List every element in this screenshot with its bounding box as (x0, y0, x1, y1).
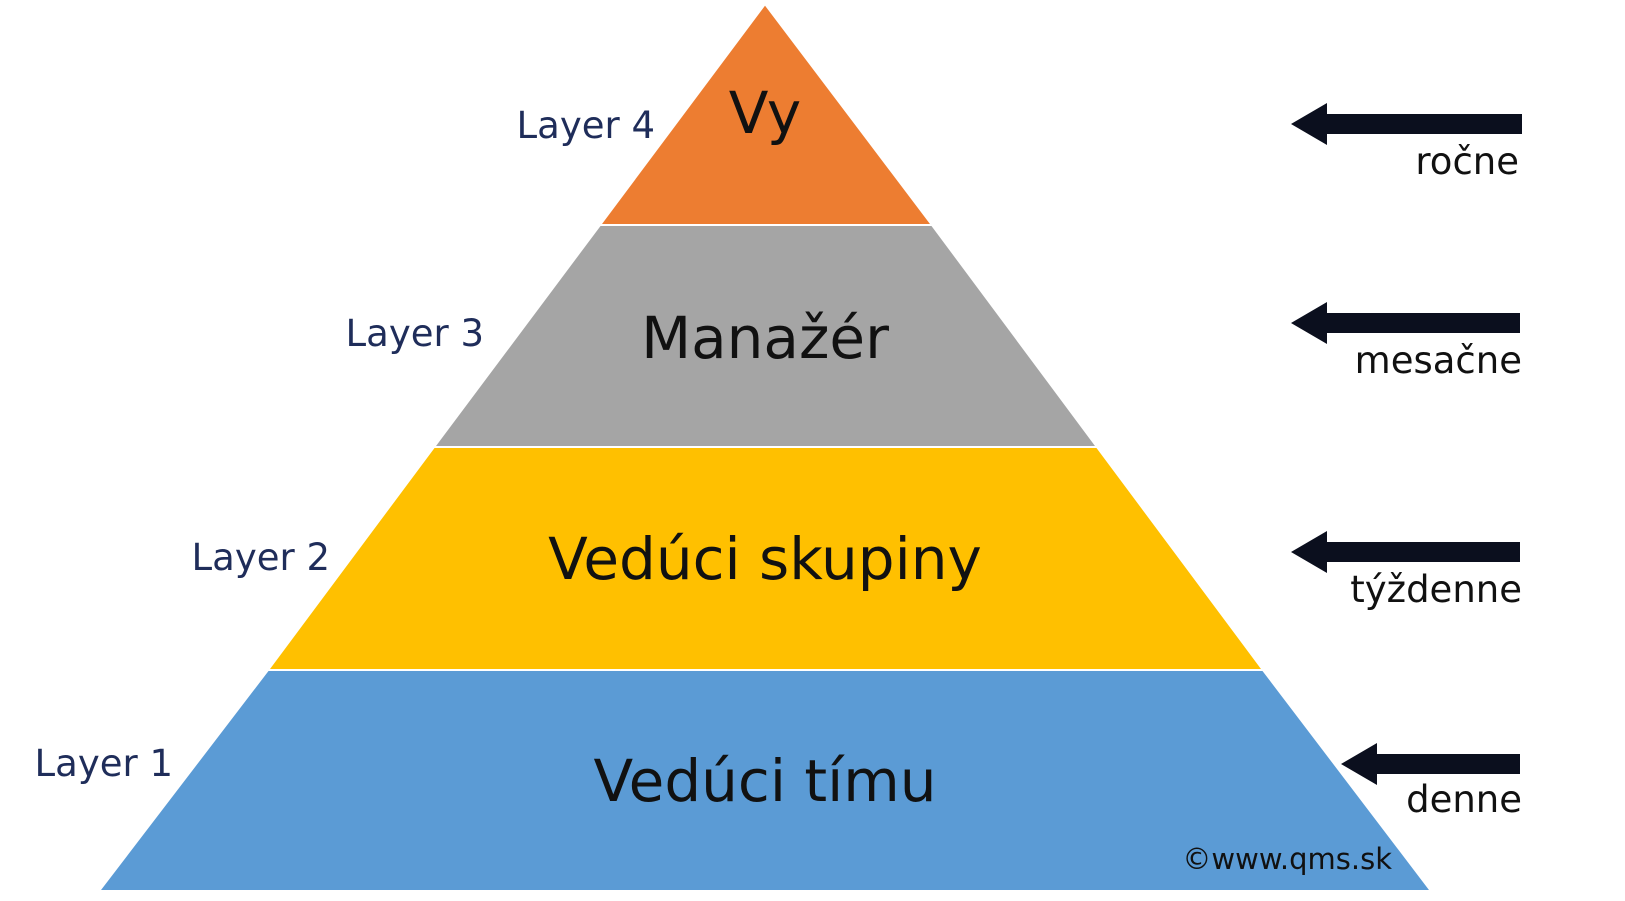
frequency-rocne-label: ročne (1415, 140, 1519, 183)
tier-veduci-skupiny-label: Vedúci skupiny (548, 525, 982, 593)
layer-3-label: Layer 3 (346, 312, 484, 355)
frequency-tyzdenne-label: týždenne (1350, 568, 1522, 611)
tier-veduci-timu-shape (96, 669, 1434, 892)
arrow-left-icon (1341, 743, 1520, 785)
tier-vy-label: Vy (729, 79, 801, 147)
copyright-text: ©www.qms.sk (1182, 842, 1392, 876)
layer-4-label: Layer 4 (517, 104, 655, 147)
frequency-denne-label: denne (1406, 778, 1522, 821)
arrow-left-icon (1291, 302, 1520, 344)
frequency-mesacne-label: mesačne (1355, 339, 1522, 382)
arrow-left-icon (1291, 531, 1520, 573)
tier-manazer-label: Manažér (641, 304, 889, 372)
layer-1-label: Layer 1 (35, 742, 173, 785)
arrow-left-icon (1291, 103, 1522, 145)
tier-veduci-timu-label: Vedúci tímu (594, 747, 937, 815)
layer-2-label: Layer 2 (192, 536, 330, 579)
